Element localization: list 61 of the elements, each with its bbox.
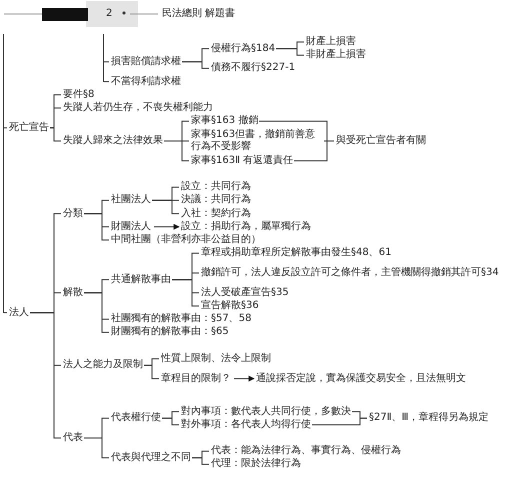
tree-node-text: 社團法人 bbox=[110, 194, 152, 206]
tree-connector bbox=[104, 81, 110, 82]
tree-node-text: 章程或捐助章程所定解散事由發生§48、61 bbox=[200, 247, 392, 260]
tree-node-text: 社團獨有的解散事由：§57、58 bbox=[110, 313, 252, 326]
tree-node-text: 決議：共同行為 bbox=[180, 194, 252, 206]
tree-node-text: 債務不履行§227-1 bbox=[210, 62, 296, 74]
tree-connector bbox=[152, 200, 180, 214]
tree-node-text: 法人 bbox=[8, 306, 30, 319]
tree-connector bbox=[294, 140, 334, 162]
tree-node-text: 代表：能為法律行為、事實行為、侵權行為 bbox=[210, 445, 402, 458]
tree-connector bbox=[84, 292, 110, 333]
page-number: 2 bbox=[106, 8, 112, 20]
tree-node-text: 對內事項：數代表人共同行使，多數決 bbox=[180, 406, 352, 418]
tree-connector bbox=[276, 48, 304, 56]
tree-node-text: 法人之能力及限制 bbox=[62, 359, 144, 372]
tree-node-text: 損害賠償請求權 bbox=[110, 56, 182, 68]
tree-node-text: 非財產上損害 bbox=[305, 49, 367, 62]
tree-node-text: 要件§8 bbox=[62, 88, 96, 101]
tree-node-text: 侵權行為§184 bbox=[210, 42, 276, 55]
tree-node-text: 財產上損害 bbox=[305, 36, 357, 48]
tree-node-text: 入社：契約行為 bbox=[180, 208, 252, 220]
tree-node-text: 家事§163Ⅱ 有返還責任 bbox=[190, 154, 294, 167]
tree-node-text: 不當得利請求權 bbox=[110, 76, 182, 88]
tree-connector bbox=[164, 140, 190, 162]
tree-connector bbox=[162, 418, 180, 426]
tree-connector bbox=[84, 213, 110, 240]
tree-node-text: 共通解散事由 bbox=[110, 274, 172, 286]
tree-node-text: 設立：捐助行為，屬單獨行為 bbox=[180, 220, 312, 233]
tree-connector bbox=[182, 61, 210, 69]
tree-connector bbox=[4, 127, 8, 128]
tree-node-text: 設立：共同行為 bbox=[180, 181, 252, 194]
tree-node-text: 代表權行使 bbox=[110, 412, 162, 424]
arrow bbox=[234, 376, 255, 382]
tree-node-text: 家事§163 撤銷 bbox=[190, 115, 260, 128]
tree-node-text: 失蹤人若仍生存，不喪失權利能力 bbox=[62, 102, 214, 114]
tree-node-text: 解散 bbox=[62, 286, 84, 299]
tree-node-text: 對外事項：各代表人均得行使 bbox=[180, 418, 312, 431]
tree-node-text: 分類 bbox=[62, 208, 84, 220]
tree-node-text: 代表與代理之不同 bbox=[110, 452, 192, 464]
tree-connector bbox=[172, 279, 200, 306]
tree-node-text: 財團法人 bbox=[110, 220, 152, 233]
tree-node-text: 失蹤人歸來之法律效果 bbox=[62, 135, 164, 147]
tree-connector bbox=[84, 438, 110, 458]
tree-node-text: 代理：限於法律行為 bbox=[210, 458, 302, 470]
tree-connector bbox=[30, 312, 62, 438]
tree-node-text: 財團獨有的解散事由：§65 bbox=[110, 326, 230, 338]
running-header: 民法總則 解題書 bbox=[162, 8, 236, 20]
tree-node-text: 死亡宣告 bbox=[8, 122, 50, 134]
tree-node-text: 代表 bbox=[62, 432, 84, 444]
tree-connector bbox=[192, 457, 210, 465]
tree-connector bbox=[104, 61, 110, 62]
tree-node-text: §27Ⅱ、Ⅲ，章程得另為規定 bbox=[368, 412, 490, 424]
tree-connector bbox=[50, 127, 62, 142]
tree-node-text: 與受死亡宣告者有關 bbox=[335, 135, 427, 147]
tree-connector bbox=[144, 364, 160, 380]
tree-node-text: 宣告解散§36 bbox=[200, 300, 260, 312]
tree-node-text: 法人受破產宣告§35 bbox=[200, 286, 290, 299]
tree-connector bbox=[4, 312, 8, 314]
tree-node-text: 性質上限制、法令上限制 bbox=[160, 352, 272, 365]
tree-connector bbox=[312, 418, 368, 426]
arrow bbox=[154, 224, 180, 230]
